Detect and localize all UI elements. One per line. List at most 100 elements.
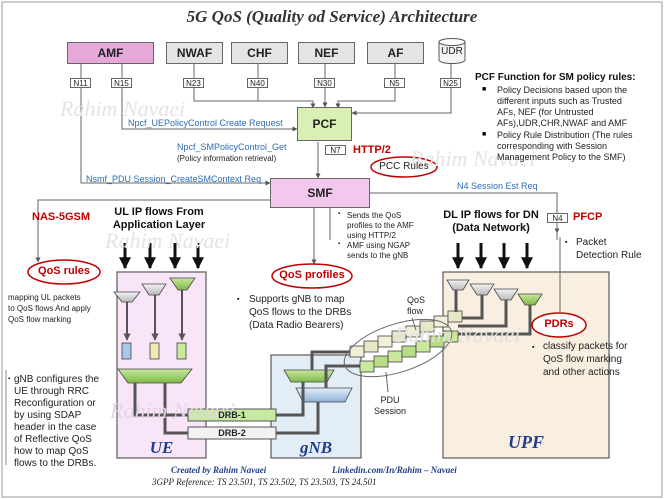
npcf-ue-label: Npcf_UEPolicyControl Create Request — [128, 118, 283, 128]
pdrs-label: PDRs — [544, 318, 574, 330]
bullet-icon: ▪ — [237, 296, 240, 303]
ul-flow-title-line-2: Application Layer — [112, 219, 206, 231]
ul-flow-title-line-1: UL IP flows From — [114, 206, 204, 218]
pdu-session-label-line-1: PDU — [380, 395, 400, 405]
dl-flow-title-line-2: (Data Network) — [452, 222, 530, 234]
ue-internal-flows — [123, 290, 186, 341]
dl-flow-title-line-1: DL IP flows for DN — [443, 209, 539, 221]
ul-flow-arrows — [119, 243, 204, 270]
n4-tag: N4 — [547, 213, 568, 223]
pdu-session-ellipse — [343, 318, 453, 378]
gnb-config-line-1: gNB configures the — [14, 374, 100, 385]
gnb-config-line-8: flows to the DRBs. — [14, 458, 97, 469]
dl-flow-arrows — [452, 243, 533, 270]
gnb-zone-label: gNB — [299, 438, 333, 457]
nas-5gsm-label: NAS-5GSM — [32, 211, 91, 223]
pcf-bullet-2-line-3: Management Policy to the SMF) — [497, 152, 626, 162]
gnb-mux-blue — [295, 387, 353, 403]
pcf-bullet-2-line-1: Policy Rule Distribution (The rules — [497, 130, 633, 140]
pcf-bullet-1-line-4: AFs),UDR,CHR,NWAF and AMF — [497, 118, 628, 128]
qos-rules-desc-line-1: mapping UL packets — [8, 293, 81, 302]
qos-profiles-label: QoS profiles — [279, 269, 345, 281]
n23-tag: N23 — [183, 78, 204, 88]
nef-box[interactable]: NEF — [298, 42, 355, 64]
page-title: 5G QoS (Quality od Service) Architecture — [186, 7, 478, 26]
pdrs-oval — [531, 312, 587, 338]
drb-2-bar — [187, 426, 277, 440]
footer-linkedin: Linkedin.com/In/Rahim – Navaei — [332, 465, 457, 475]
pcf-bullet-2-line-2: corresponding with Session — [497, 141, 608, 151]
footer-author: Created by Rahim Navaei — [171, 465, 267, 475]
nsmf-label: Nsmf_PDU Session_CreateSMContext Req — [86, 174, 262, 184]
bullet-icon: ▪ — [338, 211, 341, 217]
pcf-bullet-1-line-2: different inputs such as Trusted — [497, 96, 622, 106]
watermark-3: Rahim Navaei — [105, 228, 231, 253]
drb-1-label: DRB-1 — [218, 410, 246, 420]
smf-note-line-2: profiles to the AMF — [347, 221, 414, 230]
n25-tag: N25 — [440, 78, 461, 88]
pcc-rules-oval — [370, 156, 438, 178]
drb-1-bar — [187, 408, 277, 422]
database-icon — [438, 38, 466, 64]
pcf-bullet-1-line-3: AFs, NEF (for Untrusted — [497, 107, 594, 117]
pcf-box[interactable]: PCF — [297, 107, 352, 141]
watermark-1: Rahim Navaei — [60, 96, 186, 121]
qos-profiles-desc-line-2: QoS flows to the DRBs — [249, 307, 352, 318]
n7-tag: N7 — [325, 145, 346, 155]
udr-cylinder[interactable]: UDR — [438, 38, 466, 64]
pdu-session-pointer — [385, 371, 389, 393]
packet-detection-line-2: Detection Rule — [576, 250, 642, 261]
pcf-function-heading: PCF Function for SM policy rules: — [475, 72, 636, 83]
smf-note-line-4: AMF using NGAP — [347, 241, 411, 250]
qos-profiles-oval — [271, 263, 353, 289]
qos-flow-pointer — [411, 317, 417, 331]
bullet-icon: ▪ — [8, 376, 11, 382]
smf-box[interactable]: SMF — [270, 178, 370, 208]
qos-profiles-desc-line-1: Supports gNB to map — [249, 294, 345, 305]
chf-box[interactable]: CHF — [231, 42, 288, 64]
http2-label: HTTP/2 — [353, 144, 391, 156]
pfcp-label: PFCP — [573, 211, 603, 223]
pcf-bullet-1-line-1: Policy Decisions based upon the — [497, 85, 628, 95]
af-box[interactable]: AF — [367, 42, 424, 64]
footer-reference: 3GPP Reference: TS 23.501, TS 23.502, TS… — [152, 477, 377, 487]
qos-rules-oval — [27, 259, 101, 285]
watermark-2: Rahim Navaei — [410, 146, 536, 171]
qos-rules-label: QoS rules — [38, 265, 90, 277]
gnb-config-line-2: UE through RRC — [14, 386, 90, 397]
nwaf-box[interactable]: NWAF — [166, 42, 223, 64]
pdu-session-tunnel — [349, 310, 463, 373]
amf-smf-link — [80, 64, 271, 186]
n40-tag: N40 — [247, 78, 268, 88]
gnb-tubes — [276, 350, 360, 435]
qos-rules-desc-line-3: QoS flow marking — [8, 315, 72, 324]
pdu-session-label-line-2: Session — [373, 406, 407, 416]
pdrs-desc-line-3: and other actions — [543, 367, 620, 378]
ue-zone-label: UE — [149, 438, 174, 457]
bullet-icon: ▪ — [532, 344, 535, 351]
watermark-4: Rahim Navaei — [395, 322, 521, 347]
pdrs-desc-line-2: QoS flow marking — [543, 354, 622, 365]
amf-box[interactable]: AMF — [67, 42, 154, 64]
qos-flow-label-line-2: flow — [407, 306, 424, 316]
udr-label: UDR — [441, 46, 463, 57]
bullet-icon: ■ — [482, 86, 487, 93]
npcf-sm-label: Npcf_SMPolicyControl_Get — [177, 142, 287, 152]
upf-tubes — [454, 290, 532, 336]
smf-note-line-3: using HTTP/2 — [347, 231, 396, 240]
drb-2-label: DRB-2 — [218, 428, 246, 438]
policy-retrieval-label: (Policy information retrieval) — [177, 154, 277, 163]
upf-zone-label: UPF — [508, 432, 544, 452]
packet-detection-line-1: Packet — [576, 237, 607, 248]
gnb-config-line-6: of Reflective QoS — [14, 434, 92, 445]
gnb-config-line-7: how to map QoS — [14, 446, 89, 457]
smf-ue-link — [35, 199, 276, 263]
bullet-icon: ▪ — [338, 241, 341, 247]
n30-tag: N30 — [314, 78, 335, 88]
gnb-config-line-4: by using SDAP — [14, 410, 82, 421]
smf-note-line-5: sends to the gNB — [347, 251, 409, 260]
watermark-5: Rahim Navaei — [110, 398, 236, 423]
ue-classifiers — [113, 277, 196, 303]
